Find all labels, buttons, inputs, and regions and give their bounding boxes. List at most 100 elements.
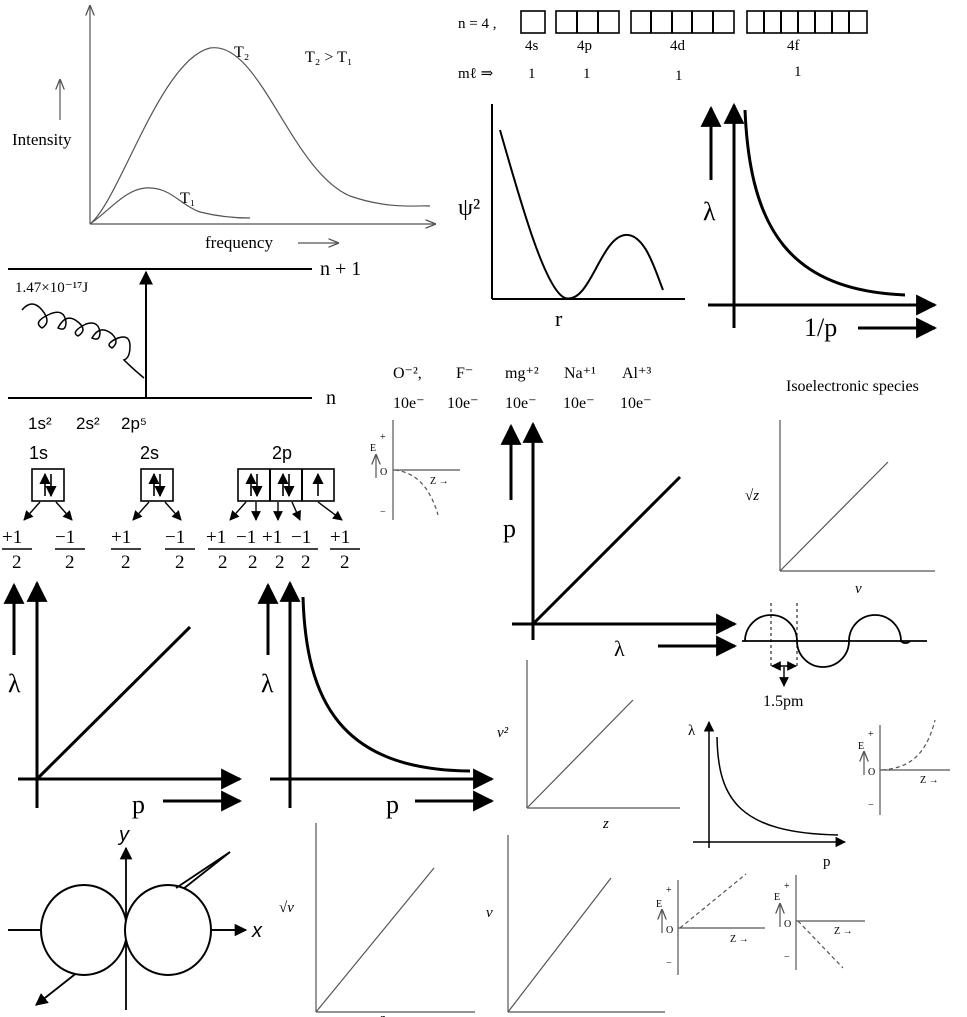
e3-line <box>679 873 747 929</box>
lambda-p-small-graph: λ p <box>688 720 847 870</box>
ion-na: Na⁺¹ <box>564 365 596 382</box>
t1-label: T₁ <box>180 190 195 207</box>
svg-text:O: O <box>666 925 673 936</box>
e-al: 10e⁻ <box>620 395 652 412</box>
svg-text:+1: +1 <box>2 527 22 548</box>
psi-curve <box>499 129 664 300</box>
v2z-y-label: v² <box>497 725 509 741</box>
svg-text:2: 2 <box>275 552 285 573</box>
svg-text:2: 2 <box>340 552 350 573</box>
svg-text:2: 2 <box>65 552 75 573</box>
box-4f <box>746 10 868 34</box>
psi-label: ψ² <box>458 195 480 221</box>
szv-line <box>779 461 889 572</box>
v2z-x-label: z <box>602 816 609 832</box>
frequency-label: frequency <box>205 233 273 252</box>
pl-line <box>531 475 682 626</box>
energy-label: 1.47×10⁻¹⁷J <box>15 280 88 296</box>
ml-label: mℓ ⇒ <box>458 66 494 82</box>
wave-label: 1.5pm <box>763 693 804 710</box>
svg-text:E: E <box>774 892 780 903</box>
svg-text:−1: −1 <box>55 527 75 548</box>
t-relation: T₂ > T₁ <box>305 49 352 66</box>
e-na: 10e⁻ <box>563 395 595 412</box>
ml-4d: 1 <box>675 68 683 84</box>
svg-text:O: O <box>784 919 791 930</box>
energy-graph-1: E + − O Z → <box>370 420 460 520</box>
lps-lambda-label: λ <box>688 723 696 739</box>
vg-y-label: v <box>486 905 493 921</box>
subshell-1s: 1s <box>29 443 48 463</box>
p-orbital-diagram: y x <box>8 824 263 1010</box>
svg-text:O: O <box>380 467 387 478</box>
lambda-p-linear-graph: λ p <box>3 580 243 819</box>
lip-p-label: 1/p <box>804 313 837 342</box>
lpl-line <box>35 625 192 781</box>
svg-text:+: + <box>784 881 790 892</box>
ml-4p: 1 <box>583 66 591 82</box>
orb-lobe-left <box>40 884 128 976</box>
spin-fractions: +1 2 −1 2 +1 2 −1 2 +1 −1 +1 −1 2 2 2 2 … <box>2 527 360 573</box>
pl-lambda-label: λ <box>614 636 625 661</box>
isoelectronic-caption: Isoelectronic species <box>786 378 919 395</box>
svz-line <box>315 867 435 1013</box>
t2-label: T₂ <box>234 44 249 61</box>
energy-graph-4: E + − O Z → <box>774 875 865 970</box>
subshell-2p: 2p <box>272 443 292 463</box>
orb-x-label: x <box>251 920 263 942</box>
e2-curve <box>881 719 936 771</box>
szv-y-label: √z <box>745 488 759 504</box>
lph-p-label: p <box>386 790 399 819</box>
box-1s <box>31 468 65 502</box>
box-4s <box>520 10 546 34</box>
ion-mg: mg⁺² <box>505 365 539 382</box>
box-2p <box>237 468 335 502</box>
svg-text:Z →: Z → <box>920 775 939 786</box>
label-4s: 4s <box>525 38 539 54</box>
ion-f: F⁻ <box>456 365 473 382</box>
upper-level-label: n + 1 <box>320 258 361 280</box>
e4-line <box>797 920 844 969</box>
sqrtz-v-graph: √z v <box>745 420 935 597</box>
svg-text:E: E <box>858 741 864 752</box>
lpl-lambda-label: λ <box>8 669 21 698</box>
svg-text:+1: +1 <box>330 527 350 548</box>
lph-curve <box>301 596 471 773</box>
lambda-inv-p-graph: λ 1/p <box>700 102 938 342</box>
box-2s <box>140 468 174 502</box>
label-4p: 4p <box>577 38 592 54</box>
ion-al: Al⁺³ <box>622 365 651 382</box>
svg-text:2: 2 <box>121 552 131 573</box>
lps-curve <box>716 736 839 836</box>
sqrtv-z-graph: √v z <box>279 823 475 1017</box>
psi-squared-graph: ψ² r <box>458 104 685 331</box>
orb-lobe-right <box>124 884 212 976</box>
r-label: r <box>555 306 563 331</box>
svg-text:−: − <box>380 507 386 518</box>
svg-text:2: 2 <box>12 552 22 573</box>
svz-y-label: √v <box>279 900 294 916</box>
svg-text:2: 2 <box>301 552 311 573</box>
svg-text:−: − <box>666 958 672 969</box>
ml-4f: 1 <box>794 64 802 80</box>
energy-graph-2: E + − O Z → <box>858 719 950 815</box>
v2z-line <box>526 699 634 809</box>
svg-text:−: − <box>784 952 790 963</box>
subshell-2s: 2s <box>140 443 159 463</box>
intensity-label: Intensity <box>12 130 72 149</box>
pl-p-label: p <box>503 514 516 543</box>
spin-arrows <box>39 472 324 498</box>
label-4d: 4d <box>670 38 686 54</box>
svg-text:−1: −1 <box>291 527 311 548</box>
e-f: 10e⁻ <box>447 395 479 412</box>
isoelectronic-species: O⁻², F⁻ mg⁺² Na⁺¹ Al⁺³ 10e⁻ 10e⁻ 10e⁻ 10… <box>393 365 919 412</box>
lps-p-label: p <box>823 854 831 870</box>
svg-text:+: + <box>666 885 672 896</box>
lambda-p-hyper-graph: λ p <box>257 580 495 819</box>
lip-curve <box>743 109 906 297</box>
lip-lambda-label: λ <box>703 197 716 226</box>
e-o: 10e⁻ <box>393 395 425 412</box>
ml-4s: 1 <box>528 66 536 82</box>
